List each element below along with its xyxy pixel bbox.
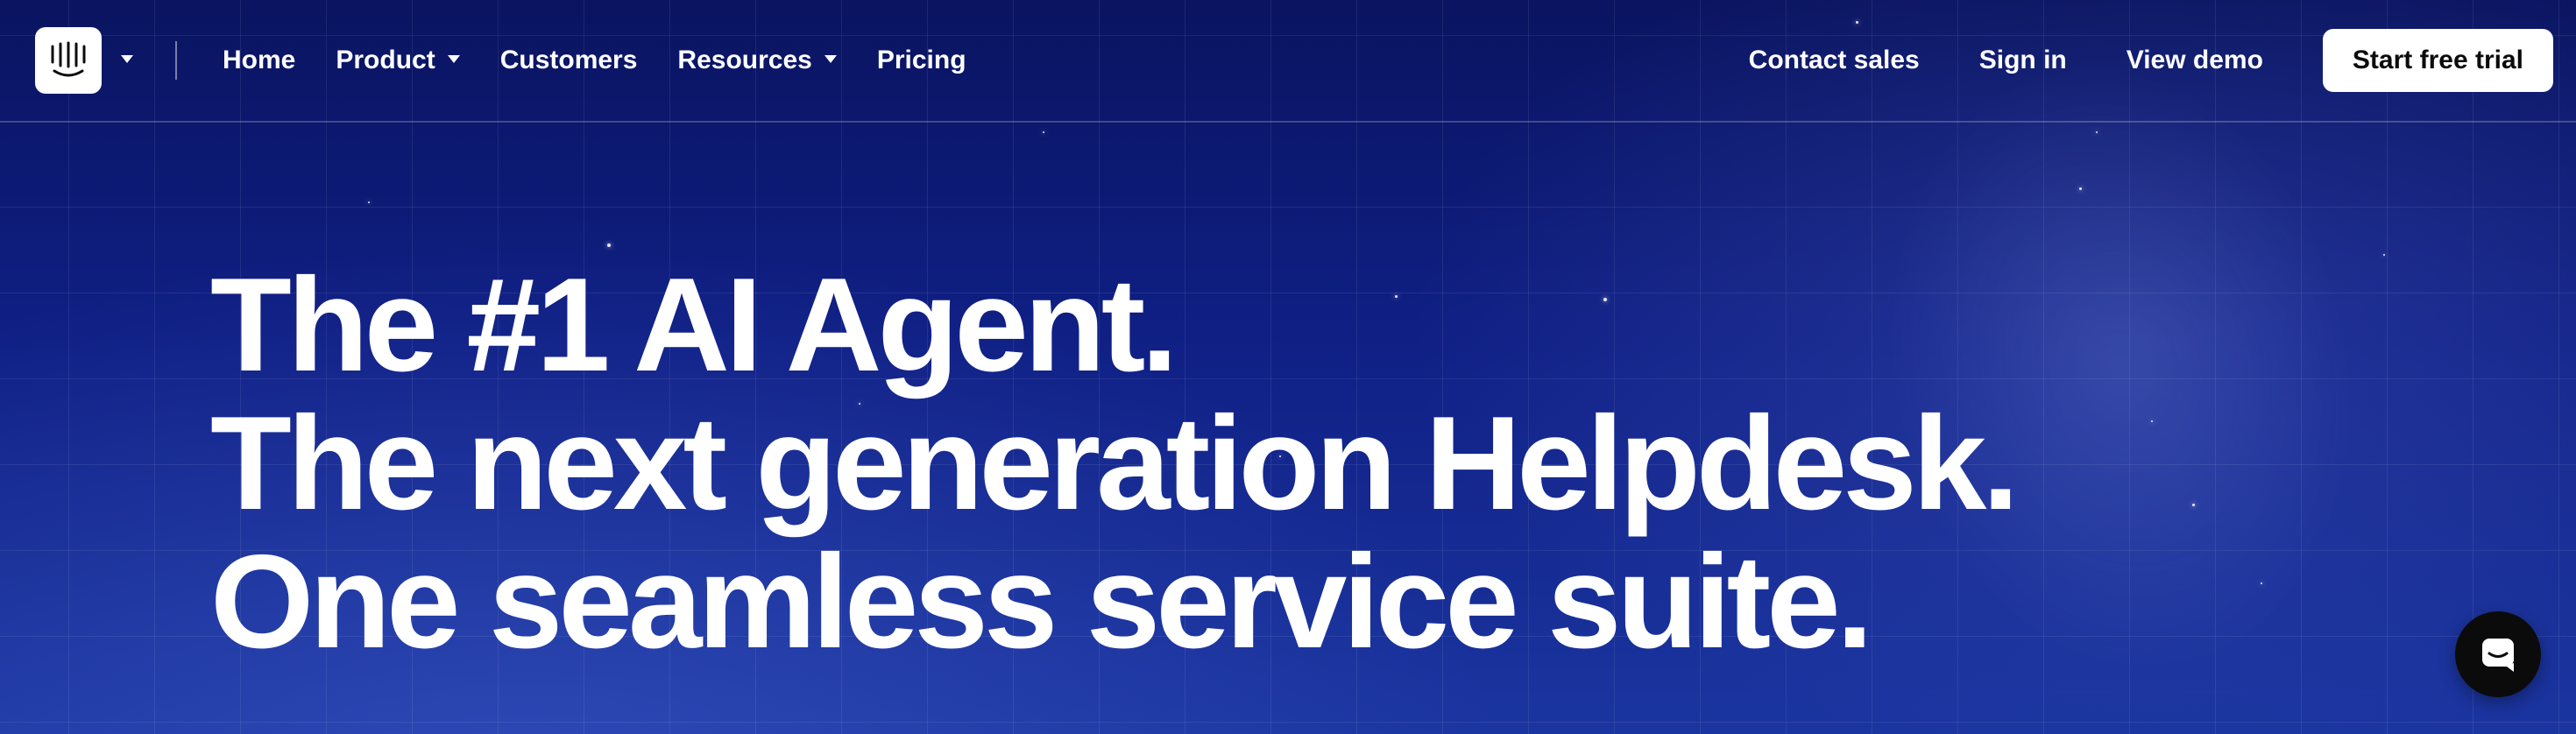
hero-line-3: One seamless service suite. (210, 527, 1873, 676)
nav-link-label: Home (223, 46, 296, 74)
nav-divider (175, 41, 177, 80)
top-navigation: Home Product Customers Resources Pricing… (0, 0, 2576, 123)
sign-in-link[interactable]: Sign in (1979, 46, 2067, 75)
hero-heading: The #1 AI Agent. The next generation Hel… (210, 251, 2020, 676)
nav-left: Home Product Customers Resources Pricing (35, 27, 966, 94)
view-demo-link[interactable]: View demo (2127, 46, 2263, 75)
nav-link-label: Product (336, 46, 435, 74)
chevron-down-icon (121, 54, 133, 63)
nav-link-resources[interactable]: Resources (677, 46, 837, 75)
start-free-trial-button[interactable]: Start free trial (2322, 29, 2553, 92)
nav-link-pricing[interactable]: Pricing (877, 46, 966, 75)
hero-line-1: The #1 AI Agent. (210, 251, 1178, 399)
chat-launcher-button[interactable] (2455, 611, 2541, 697)
nav-link-home[interactable]: Home (223, 46, 295, 75)
cta-label: Start free trial (2352, 46, 2523, 74)
intercom-logo-icon[interactable] (35, 27, 102, 94)
hero-line-2: The next generation Helpdesk. (210, 389, 2020, 538)
nav-link-label: Customers (499, 46, 638, 74)
chat-bubble-icon (2482, 639, 2514, 672)
nav-link-label: View demo (2126, 46, 2263, 74)
chevron-down-icon (824, 54, 837, 63)
nav-link-label: Pricing (876, 46, 966, 74)
nav-link-product[interactable]: Product (336, 46, 460, 75)
nav-link-customers[interactable]: Customers (500, 46, 638, 75)
chevron-down-icon (447, 54, 460, 63)
logo-menu-button[interactable] (121, 54, 133, 65)
nav-link-label: Resources (677, 46, 812, 74)
nav-link-label: Sign in (1978, 46, 2067, 74)
contact-sales-link[interactable]: Contact sales (1749, 46, 1920, 75)
nav-link-label: Contact sales (1748, 46, 1920, 74)
nav-right: Contact sales Sign in View demo Start fr… (1749, 29, 2553, 92)
